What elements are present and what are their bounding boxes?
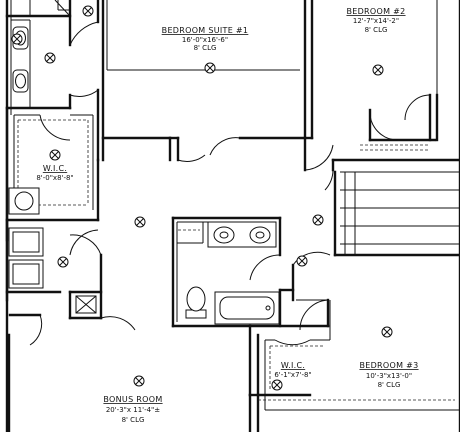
room-dims: 20'-3"x 11'-4"±	[106, 406, 160, 414]
door-swing-icon	[177, 154, 206, 162]
room-name: BEDROOM #3	[359, 361, 418, 370]
room-labels: BEDROOM SUITE #1 16'-0"x16'-6" 8' CLG BE…	[36, 7, 418, 424]
sink-icon	[249, 226, 271, 244]
door-swing-icon	[249, 254, 281, 281]
room-ceiling: 8' CLG	[365, 26, 388, 34]
door-swing-icon	[69, 229, 99, 256]
light-fixture-icon	[134, 216, 146, 228]
light-fixture-icon	[204, 62, 216, 74]
door-swing-icon	[209, 137, 241, 156]
door-swing-icon	[299, 299, 329, 331]
room-ceiling: 8' CLG	[194, 44, 217, 52]
room-name: W.I.C.	[43, 164, 67, 173]
light-fixture-icon	[49, 149, 61, 161]
light-fixture-icon	[133, 375, 145, 387]
door-swing-icon	[69, 21, 99, 46]
doors	[29, 21, 431, 346]
walls	[5, 0, 460, 432]
door-swing-icon	[404, 94, 431, 121]
light-fixtures	[11, 5, 393, 391]
room-bedroom-suite-1: BEDROOM SUITE #1 16'-0"x16'-6" 8' CLG	[162, 26, 249, 52]
door-swing-icon	[324, 169, 334, 191]
room-wic-1: W.I.C. 8'-0"x8'-8"	[36, 164, 73, 182]
door-swing-icon	[100, 316, 136, 331]
room-bedroom-3: BEDROOM #3 10'-3"x13'-0" 8' CLG	[359, 361, 418, 389]
toilet-icon	[186, 286, 206, 312]
door-swing-icon	[274, 339, 311, 346]
door-swing-icon	[29, 314, 43, 346]
washer-icon	[14, 191, 34, 211]
light-fixture-icon	[271, 379, 283, 391]
room-dims: 16'-0"x16'-6"	[182, 36, 228, 44]
room-dims: 6'-1"x7'-8"	[274, 371, 311, 379]
light-fixture-icon	[372, 64, 384, 76]
room-ceiling: 8' CLG	[122, 416, 145, 424]
fixtures	[8, 0, 280, 325]
room-name: BONUS ROOM	[103, 395, 162, 404]
sink-icon	[15, 73, 26, 89]
light-fixture-icon	[82, 5, 94, 17]
light-fixture-icon	[312, 214, 324, 226]
room-name: BEDROOM SUITE #1	[162, 26, 249, 35]
bathtub-icon	[219, 296, 275, 320]
door-swing-icon	[39, 114, 71, 141]
door-swing-icon	[304, 144, 334, 171]
room-wic-2: W.I.C. 6'-1"x7'-8"	[274, 361, 311, 379]
sink-icon	[213, 226, 235, 244]
room-dims: 10'-3"x13'-0"	[366, 372, 412, 380]
room-dims: 8'-0"x8'-8"	[36, 174, 73, 182]
room-name: BEDROOM #2	[346, 7, 405, 16]
light-fixture-icon	[11, 33, 23, 45]
door-swing-icon	[69, 234, 102, 256]
dryer-icon	[12, 263, 40, 285]
room-bedroom-2: BEDROOM #2 12'-7"x14'-2" 8' CLG	[346, 7, 405, 34]
light-fixture-icon	[381, 326, 393, 338]
door-swing-icon	[69, 89, 99, 97]
room-name: W.I.C.	[281, 361, 305, 370]
door-swing-icon	[292, 251, 331, 266]
closet-shelves	[17, 119, 455, 401]
light-fixture-icon	[44, 52, 56, 64]
room-bonus-room: BONUS ROOM 20'-3"x 11'-4"± 8' CLG	[103, 395, 162, 424]
room-dims: 12'-7"x14'-2"	[353, 17, 399, 25]
room-ceiling: 8' CLG	[378, 381, 401, 389]
light-fixture-icon	[57, 256, 69, 268]
light-fixture-icon	[296, 255, 308, 267]
door-swing-icon	[369, 109, 399, 141]
